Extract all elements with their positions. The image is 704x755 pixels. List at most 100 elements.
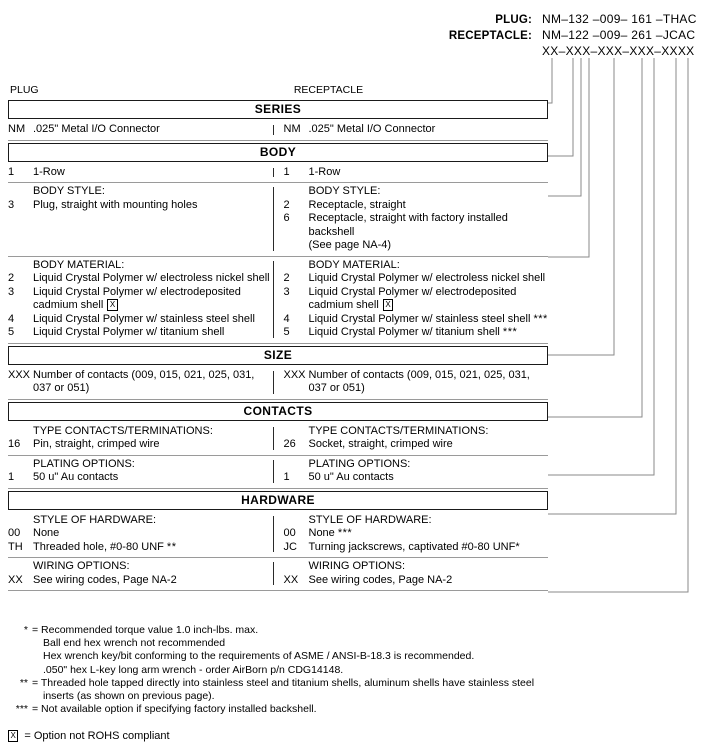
footnote-text-2: = Threaded hole tapped directly into sta… <box>32 677 606 703</box>
group-plating-left: PLATING OPTIONS: 1 50 u" Au contacts <box>8 458 273 485</box>
part-number-label-receptacle: RECEPTACLE: <box>448 30 532 42</box>
footnote-double-star: ** = Threaded hole tapped directly into … <box>6 677 606 703</box>
footnote-marker-2: ** <box>19 676 28 689</box>
code-body-material-right-3: 5 <box>283 326 290 338</box>
section-bar-contacts: CONTACTS <box>8 401 548 421</box>
footnote-marker: *** <box>337 527 353 539</box>
cont-text-left: cadmium shell <box>33 299 104 311</box>
code-plating-left: 1 <box>8 471 15 483</box>
heading-contact-type-right: TYPE CONTACTS/TERMINATIONS: <box>308 424 489 437</box>
column-divider <box>272 459 274 483</box>
desc-hardware-style-right-0: None *** <box>309 527 549 541</box>
group-hardware-style-left: STYLE OF HARDWARE: 00 None TH Threaded h… <box>8 514 273 555</box>
desc-body-material-left-1: Liquid Crystal Polymer w/ electrodeposit… <box>33 285 241 298</box>
column-headers: PLUG RECEPTACLE <box>8 84 548 96</box>
cont-size-right: 037 or 051) <box>308 382 365 394</box>
desc-body-material-right-3: Liquid Crystal Polymer w/ titanium shell… <box>309 326 549 340</box>
footnote-line: inserts (as shown on previous page). <box>43 690 215 703</box>
group-contact-type: TYPE CONTACTS/TERMINATIONS: 16 Pin, stra… <box>8 423 548 456</box>
code-hardware-style-right-1: JC <box>283 540 297 553</box>
code-body-material-right-2: 4 <box>283 312 290 325</box>
cont-text-right: cadmium shell <box>308 299 379 311</box>
part-number-header: PLUG: NM–132 –009– 161 –THAC RECEPTACLE:… <box>430 12 704 60</box>
footnote-marker: ** <box>166 540 177 553</box>
code-size-left: XXX <box>8 368 31 381</box>
desc-body-material-right-0: Liquid Crystal Polymer w/ electroless ni… <box>308 272 546 284</box>
column-divider <box>272 167 274 177</box>
part-number-value-template: XX–XXX–XXX–XXX–XXXX <box>542 44 695 58</box>
leader-contact-type <box>548 58 643 418</box>
code-hardware-style-left-0: 00 <box>8 527 21 539</box>
group-wiring-right: WIRING OPTIONS: XX See wiring codes, Pag… <box>274 560 549 587</box>
footnotes: * = Recommended torque value 1.0 inch-lb… <box>6 624 606 716</box>
group-size-left: XXX Number of contacts (009, 015, 021, 0… <box>8 369 273 396</box>
code-body-material-right-0: 2 <box>283 272 290 284</box>
heading-body-style-left: BODY STYLE: <box>33 185 105 197</box>
t: Threaded hole, #0-80 UNF <box>33 540 164 553</box>
code-body-style-left-0: 3 <box>8 198 15 211</box>
column-divider <box>272 125 274 135</box>
footnote-triple-star: *** = Not available option if specifying… <box>6 703 606 716</box>
column-divider <box>272 187 274 251</box>
group-body-style-right: BODY STYLE: 2 Receptacle, straight 6 Rec… <box>274 185 549 253</box>
desc-size-right: Number of contacts (009, 015, 021, 025, … <box>308 368 530 381</box>
group-series: NM .025" Metal I/O Connector NM .025" Me… <box>8 121 548 141</box>
desc-series-left: .025" Metal I/O Connector <box>33 123 160 135</box>
part-number-value-plug: NM–132 –009– 161 –THAC <box>542 12 697 26</box>
option-table: PLUG RECEPTACLE SERIES NM .025" Metal I/… <box>8 84 548 591</box>
code-contact-type-left: 16 <box>8 438 21 450</box>
desc-body-row-left: 1-Row <box>33 165 65 178</box>
code-hardware-style-right-0: 00 <box>283 527 296 539</box>
desc-wiring-left: See wiring codes, Page NA-2 <box>33 573 177 586</box>
code-body-style-right-1: 6 <box>283 212 290 224</box>
heading-plating-left: PLATING OPTIONS: <box>33 457 135 470</box>
group-body-material-right: BODY MATERIAL: 2 Liquid Crystal Polymer … <box>274 259 549 340</box>
footnote-line: .050" hex L-key long arm wrench - order … <box>43 663 344 676</box>
desc-body-row-right: 1-Row <box>308 165 341 178</box>
column-divider <box>272 260 274 338</box>
code-wiring-right: XX <box>283 573 299 586</box>
t: Liquid Crystal Polymer w/ stainless stee… <box>308 312 531 325</box>
code-body-material-left-3: 5 <box>8 326 15 338</box>
footnote-line: = Not available option if specifying fac… <box>32 703 317 716</box>
desc-body-material-left-0: Liquid Crystal Polymer w/ electroless ni… <box>33 272 270 284</box>
heading-plating-right: PLATING OPTIONS: <box>308 457 411 470</box>
group-contact-type-left: TYPE CONTACTS/TERMINATIONS: 16 Pin, stra… <box>8 425 273 452</box>
group-body-material: BODY MATERIAL: 2 Liquid Crystal Polymer … <box>8 257 548 344</box>
desc-size-left: Number of contacts (009, 015, 021, 025, … <box>33 368 255 381</box>
cont-body-style-right: (See page NA-4) <box>308 239 392 251</box>
group-body-style-left: BODY STYLE: 3 Plug, straight with mounti… <box>8 185 273 253</box>
code-body-style-right-0: 2 <box>283 198 290 211</box>
code-size-right: XXX <box>283 368 306 381</box>
desc-body-material-left-3: Liquid Crystal Polymer w/ titanium shell <box>33 326 225 338</box>
code-contact-type-right: 26 <box>283 438 296 450</box>
part-number-value-receptacle: NM–122 –009– 261 –JCAC <box>542 28 696 42</box>
part-number-label-plug: PLUG: <box>495 14 532 26</box>
column-divider <box>272 562 274 585</box>
code-body-row-left: 1 <box>8 165 15 178</box>
code-body-row-right: 1 <box>283 165 290 178</box>
desc-hardware-style-right-1: Turning jackscrews, captivated #0-80 UNF… <box>308 540 520 553</box>
rohs-noncompliant-icon: X <box>107 299 118 311</box>
desc-contact-type-right: Socket, straight, crimped wire <box>308 438 453 450</box>
leader-size <box>548 58 615 356</box>
t: Liquid Crystal Polymer w/ titanium shell <box>308 326 500 338</box>
leader-hardware-style <box>548 58 677 515</box>
desc-hardware-style-left-0: None <box>33 527 60 539</box>
leader-wiring <box>548 58 689 593</box>
group-size-right: XXX Number of contacts (009, 015, 021, 0… <box>274 369 549 396</box>
code-body-material-right-1: 3 <box>283 285 290 298</box>
desc-hardware-style-left-1: Threaded hole, #0-80 UNF ** <box>33 541 273 555</box>
section-bar-body: BODY <box>8 142 548 162</box>
desc-contact-type-left: Pin, straight, crimped wire <box>33 438 160 450</box>
desc-body-style-left-0: Plug, straight with mounting holes <box>33 198 198 211</box>
group-plating-right: PLATING OPTIONS: 1 50 u" Au contacts <box>274 458 549 485</box>
group-body-row-left: 1 1-Row <box>8 166 273 180</box>
section-bar-series: SERIES <box>8 100 548 119</box>
column-header-receptacle: RECEPTACLE <box>293 84 364 96</box>
group-body-style: BODY STYLE: 3 Plug, straight with mounti… <box>8 183 548 257</box>
heading-wiring-left: WIRING OPTIONS: <box>33 560 130 572</box>
heading-hardware-style-left: STYLE OF HARDWARE: <box>33 513 157 526</box>
